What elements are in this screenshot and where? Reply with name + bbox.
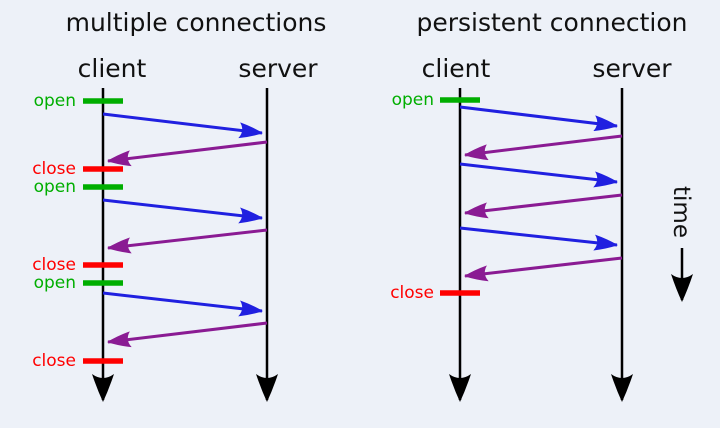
response-arrow (464, 193, 623, 219)
right-diagram-title: persistent connection (416, 8, 688, 37)
open-label: open (33, 177, 76, 197)
left-server-label: server (238, 54, 318, 83)
close-label: close (32, 351, 76, 371)
close-label: close (32, 255, 76, 275)
close-label: close (32, 159, 76, 179)
right-server-label: server (592, 54, 672, 83)
response-arrow (464, 134, 623, 161)
request-arrow (102, 291, 263, 317)
request-arrow (102, 112, 263, 139)
left-client-label: client (77, 54, 147, 83)
response-arrow (107, 321, 268, 348)
request-arrow (459, 162, 618, 188)
close-label: close (390, 283, 434, 303)
response-arrow (464, 256, 623, 282)
request-arrow (459, 226, 618, 251)
response-arrow (107, 140, 268, 167)
open-label: open (391, 90, 434, 110)
right-client-label: client (421, 54, 491, 83)
open-label: open (33, 273, 76, 293)
request-arrow (459, 105, 618, 132)
open-label: open (33, 91, 76, 111)
time-axis-label: time (668, 186, 694, 238)
request-arrow (102, 198, 263, 224)
response-arrow (107, 228, 268, 254)
left-diagram-title: multiple connections (65, 8, 327, 37)
